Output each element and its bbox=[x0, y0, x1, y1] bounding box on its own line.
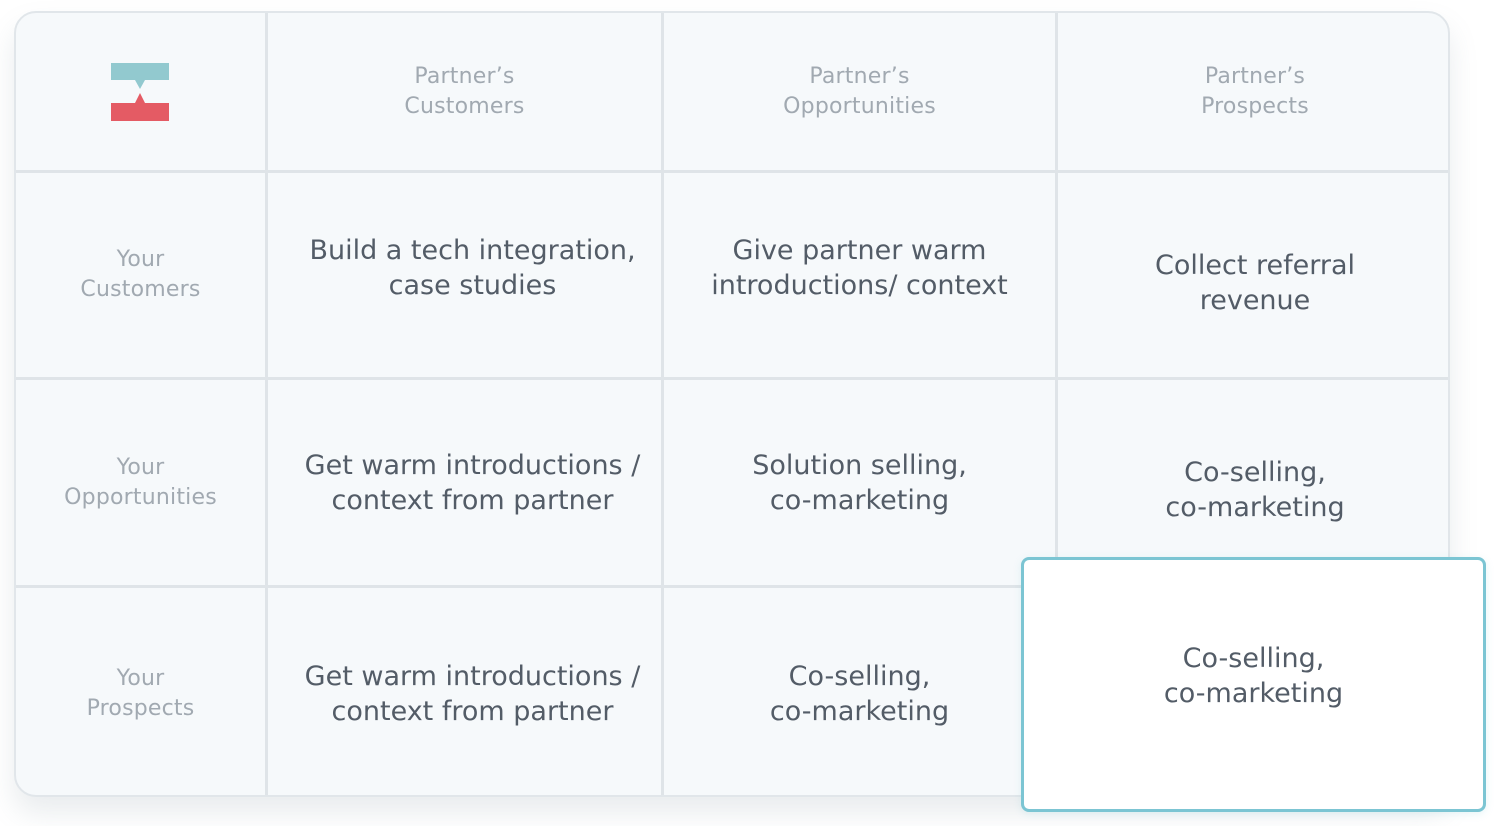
cell-text-line: context from partner bbox=[331, 695, 614, 727]
matrix-corner bbox=[16, 13, 265, 170]
matrix-cell: Build a tech integration, case studies bbox=[280, 173, 665, 363]
column-header-line: Partner’s bbox=[809, 63, 910, 89]
row-header-line: Your bbox=[116, 454, 165, 480]
matrix-cell: Give partner warm introductions/ context bbox=[664, 173, 1055, 363]
row-header-line: Prospects bbox=[86, 695, 195, 721]
cell-text-line: Build a tech integration, bbox=[309, 235, 636, 266]
cell-text-line: co-marketing bbox=[1163, 677, 1344, 709]
matrix-cell: Collect referral revenue bbox=[1058, 173, 1448, 393]
row-header-line: Customers bbox=[80, 277, 201, 302]
cell-text-line: Get warm introductions / bbox=[304, 449, 641, 481]
matrix-cell: Get warm introductions / context from pa… bbox=[280, 588, 665, 795]
partner-overlap-matrix: Partner’s Customers Partner’s Opportunit… bbox=[14, 11, 1450, 797]
column-header-line: Partner’s bbox=[414, 63, 515, 89]
column-header-partner-customers: Partner’s Customers bbox=[268, 13, 661, 170]
cell-text-line: Give partner warm bbox=[732, 235, 987, 266]
cell-text-line: co-marketing bbox=[769, 695, 950, 727]
row-header-your-customers: Your Customers bbox=[16, 173, 265, 377]
overlap-logo-icon bbox=[111, 63, 169, 121]
grid-divider bbox=[265, 13, 268, 795]
grid-divider bbox=[16, 377, 1448, 380]
row-header-your-opportunities: Your Opportunities bbox=[16, 380, 265, 585]
grid-divider bbox=[661, 13, 664, 795]
cell-text-line: Collect referral bbox=[1154, 250, 1355, 281]
grid-divider bbox=[16, 170, 1448, 173]
cell-text-line: Co-selling, bbox=[1184, 457, 1326, 488]
row-header-line: Your bbox=[116, 247, 165, 272]
cell-text-line: revenue bbox=[1199, 285, 1311, 316]
cell-text-line: Co-selling, bbox=[788, 660, 931, 692]
cell-text-line: Get warm introductions / bbox=[304, 660, 641, 692]
cell-text-line: case studies bbox=[388, 270, 557, 301]
column-header-line: Prospects bbox=[1201, 93, 1309, 119]
column-header-partner-prospects: Partner’s Prospects bbox=[1058, 13, 1448, 170]
cell-text-line: co-marketing bbox=[1165, 492, 1345, 523]
row-header-line: Your bbox=[116, 665, 165, 691]
cell-text-line: co-marketing bbox=[769, 484, 950, 516]
cell-text-line: Co-selling, bbox=[1182, 642, 1325, 674]
column-header-line: Opportunities bbox=[783, 93, 936, 119]
grid-divider bbox=[16, 585, 1448, 588]
matrix-cell: Co-selling, co-marketing bbox=[664, 588, 1055, 795]
highlighted-cell-prospects-prospects[interactable]: Co-selling, co-marketing bbox=[1021, 557, 1486, 812]
row-header-your-prospects: Your Prospects bbox=[16, 588, 265, 795]
grid-divider bbox=[1055, 13, 1058, 795]
cell-text-line: introductions/ context bbox=[711, 270, 1008, 301]
row-header-line: Opportunities bbox=[64, 484, 217, 510]
column-header-line: Partner’s bbox=[1204, 63, 1306, 89]
column-header-line: Customers bbox=[404, 93, 525, 119]
cell-text-line: context from partner bbox=[331, 484, 614, 516]
matrix-cell: Get warm introductions / context from pa… bbox=[280, 380, 665, 585]
matrix-cell: Co-selling, co-marketing bbox=[1058, 380, 1448, 600]
matrix-cell: Solution selling, co-marketing bbox=[664, 380, 1055, 585]
cell-text-line: Solution selling, bbox=[752, 449, 967, 481]
column-header-partner-opportunities: Partner’s Opportunities bbox=[664, 13, 1055, 170]
